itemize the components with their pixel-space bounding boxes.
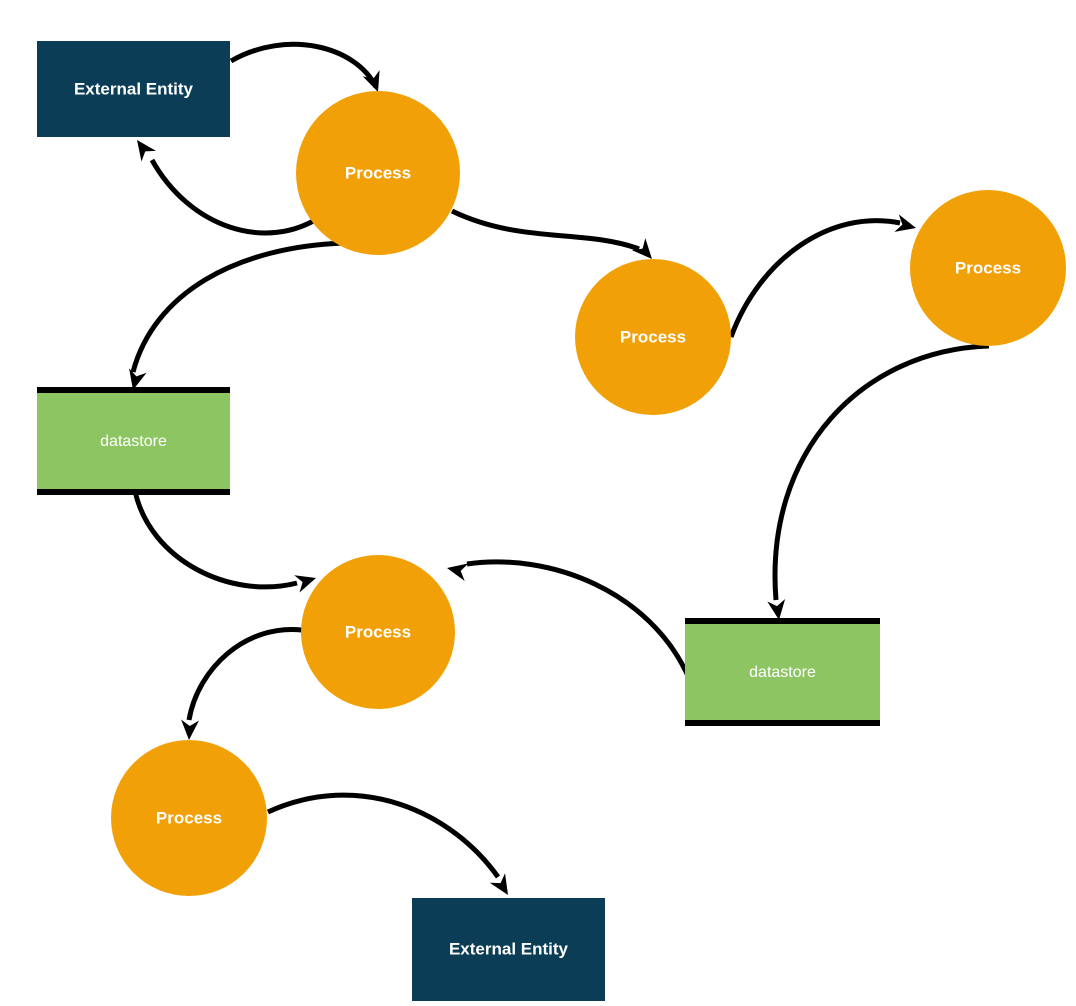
process-shape <box>575 259 731 415</box>
flow-arrow[interactable] <box>450 208 659 265</box>
flow-arrow[interactable] <box>180 626 303 740</box>
process-shape <box>111 740 267 896</box>
flow-arrow[interactable] <box>445 559 691 678</box>
datastore-shape <box>37 392 230 490</box>
flow-arrow[interactable] <box>130 135 322 236</box>
arrow-head-icon <box>894 214 916 232</box>
flow-arrow-path <box>229 41 379 89</box>
process-label: Process <box>620 327 686 346</box>
external-entity-label: External Entity <box>449 939 569 958</box>
flow-arrow-path <box>130 240 345 373</box>
flow-arrow-path <box>728 218 901 338</box>
datastore-shape <box>685 623 880 721</box>
process-label: Process <box>156 808 222 827</box>
flow-arrow-path <box>266 792 501 879</box>
flow-arrow-path <box>132 490 298 590</box>
edges-layer <box>124 41 990 900</box>
flow-arrow-path <box>450 208 640 252</box>
external-entity-shape <box>37 41 230 137</box>
flow-arrow[interactable] <box>767 343 990 621</box>
arrow-head-icon <box>447 563 469 581</box>
arrow-head-icon <box>631 238 652 259</box>
external-entity-label: External Entity <box>74 79 194 98</box>
process-label: Process <box>345 622 411 641</box>
arrow-head-icon <box>362 70 380 92</box>
process-label: Process <box>955 258 1021 277</box>
datastore-bottom-bar <box>37 489 230 495</box>
process-label: Process <box>345 163 411 182</box>
process-shape <box>296 91 460 255</box>
datastore-top-bar <box>685 618 880 624</box>
datastore-label: datastore <box>100 433 167 450</box>
datastore-top-bar <box>37 387 230 393</box>
node-process-3[interactable]: Process <box>910 190 1066 346</box>
flow-arrow[interactable] <box>229 41 386 95</box>
datastore-bottom-bar <box>685 720 880 726</box>
node-entity-bottom[interactable]: External Entity <box>412 898 605 1001</box>
external-entity-shape <box>412 898 605 1001</box>
flow-arrow-path <box>772 343 990 601</box>
node-datastore-left[interactable]: datastore <box>37 387 230 495</box>
flow-arrow-path <box>149 158 322 236</box>
process-shape <box>301 555 455 709</box>
flow-arrow[interactable] <box>266 792 516 900</box>
flow-arrow[interactable] <box>132 490 319 593</box>
node-process-5[interactable]: Process <box>111 740 267 896</box>
arrow-head-icon <box>181 719 200 740</box>
flow-arrow-path <box>466 559 691 678</box>
flow-arrow[interactable] <box>124 240 345 392</box>
node-process-1[interactable]: Process <box>296 91 460 255</box>
arrow-head-icon <box>767 598 786 620</box>
arrow-head-icon <box>137 140 157 162</box>
node-entity-top[interactable]: External Entity <box>37 41 230 137</box>
arrow-head-icon <box>294 575 316 593</box>
flow-arrow[interactable] <box>728 214 918 338</box>
arrow-head-icon <box>489 873 508 895</box>
process-shape <box>910 190 1066 346</box>
node-process-2[interactable]: Process <box>575 259 731 415</box>
node-datastore-right[interactable]: datastore <box>685 618 880 726</box>
node-process-4[interactable]: Process <box>301 555 455 709</box>
nodes-layer: External EntityProcessProcessProcessdata… <box>37 41 1066 1001</box>
arrow-head-icon <box>129 368 147 390</box>
datastore-label: datastore <box>749 664 816 681</box>
flow-arrow-path <box>186 626 303 721</box>
